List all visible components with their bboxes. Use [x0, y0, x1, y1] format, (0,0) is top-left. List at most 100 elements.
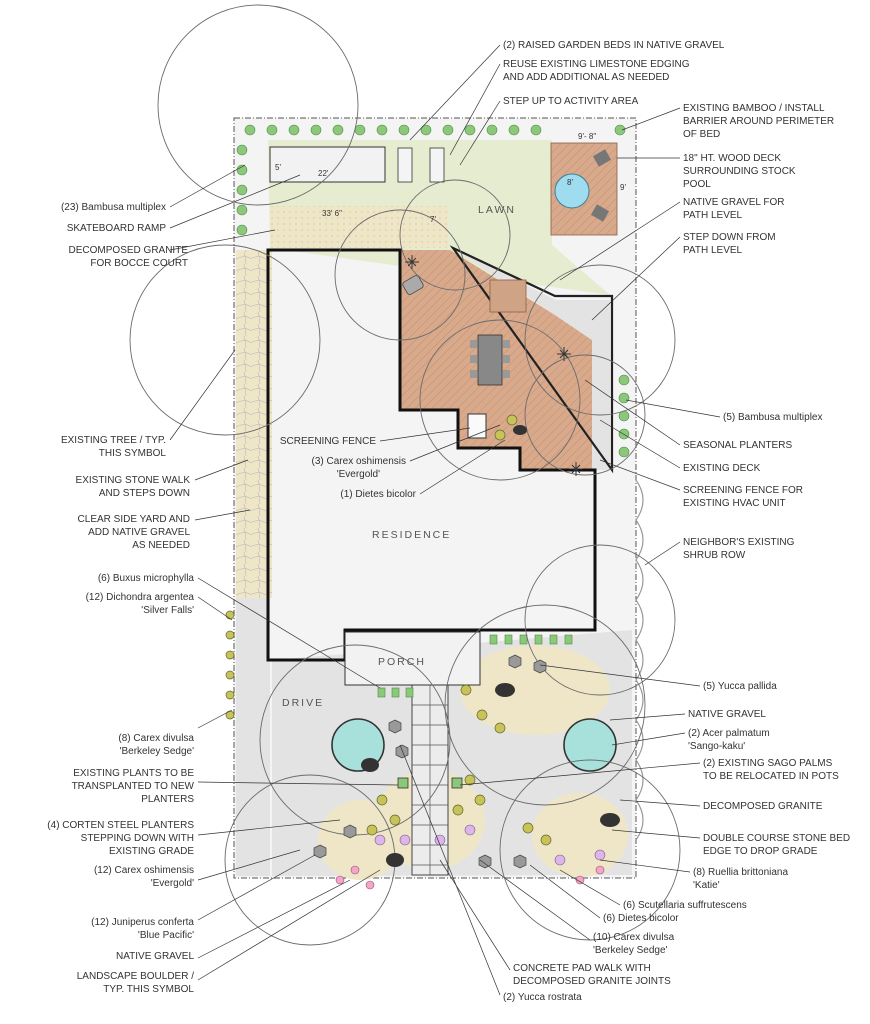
- label-stone-walk-2: AND STEPS DOWN: [99, 488, 190, 499]
- dim-deck-depth: 9': [620, 183, 626, 192]
- ground-surfaces: [233, 117, 637, 880]
- label-transplant-2: TRANSPLANTED TO NEW: [72, 781, 195, 792]
- label-screen-hvac-1: SCREENING FENCE FOR: [683, 485, 803, 496]
- label-ruellia-1: (8) Ruellia brittoniana: [693, 867, 788, 878]
- seasonal-planter-palms: [405, 255, 583, 476]
- label-yucca-rostrata: (2) Yucca rostrata: [503, 992, 582, 1003]
- label-stone-bed-1: DOUBLE COURSE STONE BED: [703, 833, 850, 844]
- planter-bed-left: [318, 800, 402, 880]
- label-existing-tree-1: EXISTING TREE / TYP.: [61, 435, 166, 446]
- label-stone-walk-1: EXISTING STONE WALK: [76, 475, 191, 486]
- native-gravel-path: [452, 248, 610, 470]
- label-transplant-1: EXISTING PLANTS TO BE: [73, 768, 194, 779]
- area-label-lawn: LAWN: [478, 204, 516, 216]
- label-corten-2: STEPPING DOWN WITH: [81, 833, 194, 844]
- label-step-down-1: STEP DOWN FROM: [683, 232, 776, 243]
- label-acer-1: (2) Acer palmatum: [688, 728, 770, 739]
- label-corten-3: EXISTING GRADE: [109, 846, 194, 857]
- area-label-residence: RESIDENCE: [372, 529, 451, 541]
- side-yard-native-gravel: [236, 598, 270, 876]
- label-carex-osh-3-1: (3) Carex oshimensis: [312, 456, 406, 467]
- callouts-left: (23) Bambusa multiplex SKATEBOARD RAMP D…: [47, 202, 416, 995]
- plant-symbols-grasses: [225, 414, 552, 846]
- porch-slab: [344, 631, 481, 686]
- label-ruellia-2: 'Katie': [693, 880, 720, 891]
- label-concrete-1: CONCRETE PAD WALK WITH: [513, 963, 651, 974]
- neighbor-shrub-row: [635, 479, 644, 841]
- label-limestone-2: AND ADD ADDITIONAL AS NEEDED: [503, 72, 669, 83]
- label-dietes-6: (6) Dietes bicolor: [603, 913, 679, 924]
- landscape-boulders: [361, 425, 620, 867]
- label-concrete-2: DECOMPOSED GRANITE JOINTS: [513, 976, 671, 987]
- dimension-labels: 5' 22' 33' 6" 7' 9'- 8" 9' 8': [275, 132, 626, 224]
- label-existing-deck: EXISTING DECK: [683, 463, 761, 474]
- label-carex-osh-12-1: (12) Carex oshimensis: [94, 865, 194, 876]
- existing-tree-canopies: [129, 4, 681, 946]
- label-deck-3: POOL: [683, 179, 711, 190]
- label-bamboo-2: BARRIER AROUND PERIMETER: [683, 116, 834, 127]
- label-dg-bocce-2: FOR BOCCE COURT: [90, 258, 188, 269]
- area-label-porch: PORCH: [378, 656, 426, 668]
- label-gravel-path-1: NATIVE GRAVEL FOR: [683, 197, 785, 208]
- plant-symbols-ruellia: [374, 824, 606, 866]
- label-dichondra-2: 'Silver Falls': [141, 605, 194, 616]
- label-side-yard-2: ADD NATIVE GRAVEL: [88, 527, 190, 538]
- label-native-gravel-left: NATIVE GRAVEL: [116, 951, 194, 962]
- residence: [266, 245, 614, 686]
- label-carex-div-8-1: (8) Carex divulsa: [118, 733, 194, 744]
- skateboard-ramp: [269, 146, 386, 183]
- label-step-up: STEP UP TO ACTIVITY AREA: [503, 96, 639, 107]
- label-corten-1: (4) CORTEN STEEL PLANTERS: [47, 820, 194, 831]
- label-native-gravel-right: NATIVE GRAVEL: [688, 709, 766, 720]
- area-labels: LAWN RESIDENCE PORCH DRIVE: [282, 204, 516, 709]
- label-screen-hvac-2: EXISTING HVAC UNIT: [683, 498, 786, 509]
- side-yard-stone-walk-pattern: [236, 250, 272, 598]
- label-bambusa-23: (23) Bambusa multiplex: [61, 202, 166, 213]
- plant-symbols-scutellaria: [335, 865, 605, 890]
- stock-pool: [554, 173, 590, 209]
- label-carex-osh-12-2: 'Evergold': [151, 878, 194, 889]
- label-sago-1: (2) EXISTING SAGO PALMS: [703, 758, 833, 769]
- label-dg-bocce-1: DECOMPOSED GRANITE: [69, 245, 189, 256]
- hvac-screen: [467, 413, 487, 439]
- label-buxus: (6) Buxus microphylla: [98, 573, 195, 584]
- raised-bed-left: [397, 147, 413, 183]
- label-existing-tree-2: THIS SYMBOL: [99, 448, 167, 459]
- dim-deck-width: 9'- 8": [578, 132, 596, 141]
- label-side-yard-3: AS NEEDED: [132, 540, 190, 551]
- label-acer-2: 'Sango-kaku': [688, 741, 745, 752]
- pool-chairs: [590, 149, 612, 222]
- label-bamboo-1: EXISTING BAMBOO / INSTALL: [683, 103, 825, 114]
- planter-bed-front-right: [460, 645, 610, 735]
- label-carex-osh-3-2: 'Evergold': [337, 469, 380, 480]
- label-neighbor-2: SHRUB ROW: [683, 550, 746, 561]
- label-juniperus-2: 'Blue Pacific': [138, 930, 194, 941]
- label-seasonal: SEASONAL PLANTERS: [683, 440, 792, 451]
- label-deck-1: 18" HT. WOOD DECK: [683, 153, 781, 164]
- label-boulder-1: LANDSCAPE BOULDER /: [77, 971, 194, 982]
- deck-steps: [489, 279, 527, 313]
- label-neighbor-1: NEIGHBOR'S EXISTING: [683, 537, 795, 548]
- label-skate-ramp: SKATEBOARD RAMP: [67, 223, 167, 234]
- dim-pool-diameter: 8': [567, 178, 573, 187]
- area-label-drive: DRIVE: [282, 697, 324, 709]
- lounge-chair: [402, 275, 424, 295]
- dim-bed-width: 5': [275, 163, 281, 172]
- label-step-down-2: PATH LEVEL: [683, 245, 743, 256]
- label-juniperus-1: (12) Juniperus conferta: [91, 917, 194, 928]
- label-raised-beds: (2) RAISED GARDEN BEDS IN NATIVE GRAVEL: [503, 40, 725, 51]
- label-dg-right: DECOMPOSED GRANITE: [703, 801, 823, 812]
- label-boulder-2: TYP. THIS SYMBOL: [103, 984, 194, 995]
- label-gravel-path-2: PATH LEVEL: [683, 210, 743, 221]
- label-limestone-1: REUSE EXISTING LIMESTONE EDGING: [503, 59, 690, 70]
- sago-palm-pots: [397, 777, 463, 789]
- label-deck-2: SURROUNDING STOCK: [683, 166, 796, 177]
- dim-bocce-width: 7': [430, 215, 436, 224]
- label-carex-div-10-1: (10) Carex divulsa: [593, 932, 675, 943]
- buxus-row: [377, 634, 573, 698]
- callouts-right: (2) RAISED GARDEN BEDS IN NATIVE GRAVEL …: [503, 40, 850, 1003]
- label-sago-2: TO BE RELOCATED IN POTS: [703, 771, 839, 782]
- label-stone-bed-2: EDGE TO DROP GRADE: [703, 846, 818, 857]
- label-carex-div-8-2: 'Berkeley Sedge': [120, 746, 195, 757]
